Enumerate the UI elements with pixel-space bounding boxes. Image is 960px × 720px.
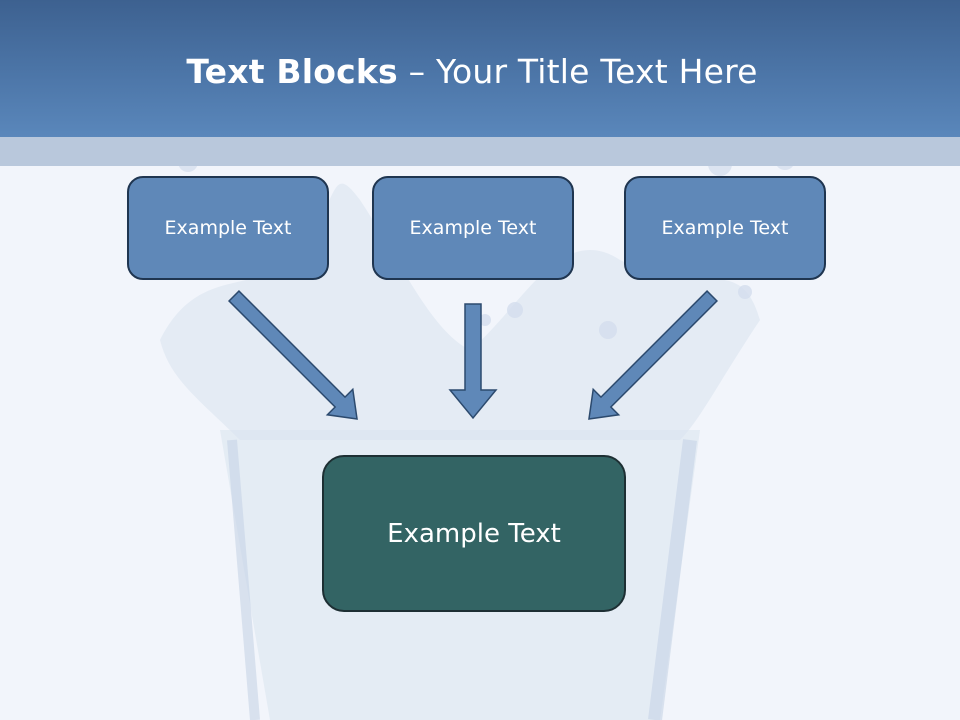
main-text-block-label: Example Text bbox=[387, 518, 561, 549]
arrow-right-icon bbox=[588, 289, 719, 420]
main-text-block[interactable]: Example Text bbox=[322, 455, 626, 612]
title-rest-part: – Your Title Text Here bbox=[397, 52, 758, 91]
text-block-2-label: Example Text bbox=[409, 217, 537, 239]
header-band bbox=[0, 0, 960, 137]
text-block-1[interactable]: Example Text bbox=[127, 176, 329, 280]
slide-title: Text Blocks – Your Title Text Here bbox=[0, 52, 944, 91]
header-underline-strip bbox=[0, 137, 960, 166]
text-block-3-label: Example Text bbox=[661, 217, 789, 239]
text-block-1-label: Example Text bbox=[164, 217, 292, 239]
text-block-2[interactable]: Example Text bbox=[372, 176, 574, 280]
arrow-center-icon bbox=[448, 303, 498, 420]
title-bold-part: Text Blocks bbox=[186, 52, 398, 91]
text-block-3[interactable]: Example Text bbox=[624, 176, 826, 280]
arrow-left-icon bbox=[227, 289, 358, 420]
